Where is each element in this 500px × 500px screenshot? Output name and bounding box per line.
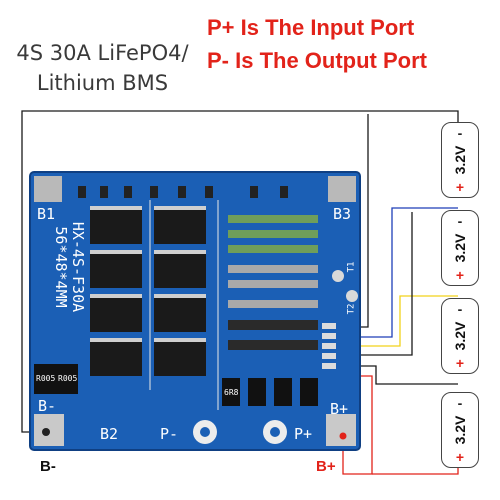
shunt-r005-b: R005: [58, 374, 78, 383]
cell-negative-sign: -: [457, 125, 463, 141]
board-size-text: 56*48*4MM: [52, 226, 70, 308]
wire-yellow: [338, 295, 458, 347]
cell-voltage: 3.2V: [452, 233, 468, 263]
shunt-r005-a: R005: [36, 374, 56, 383]
wire-b3: [338, 212, 413, 356]
cell-negative-sign: -: [457, 395, 463, 411]
pad-p-plus-label: P+: [294, 425, 313, 443]
pad-b1-label: B1: [37, 205, 56, 223]
cell-voltage: 3.2V: [452, 415, 468, 445]
battery-cell-3: - 3.2V +: [441, 298, 479, 374]
cell-voltage: 3.2V: [452, 321, 468, 351]
battery-cell-2: - 3.2V +: [441, 210, 479, 286]
cell-negative-sign: -: [457, 213, 463, 229]
title-line-2: Lithium BMS: [36, 71, 169, 95]
pad-b2-label: B2: [100, 425, 119, 443]
wire-blue: [338, 207, 458, 338]
b-minus-terminal-label: B-: [40, 458, 56, 475]
t1-label: T1: [346, 261, 357, 273]
cell-positive-sign: +: [455, 267, 465, 283]
product-title: 4S 30A LiFePO4/ Lithium BMS: [0, 38, 205, 98]
board-model-text: HX-4S-F30A: [69, 221, 87, 313]
chip-6r8: 6R8: [224, 388, 239, 397]
input-port-note: P+ Is The Input Port: [207, 15, 415, 40]
pad-b-plus-label: B+: [330, 400, 349, 418]
pcb-board: [29, 171, 361, 451]
battery-cell-1: - 3.2V +: [441, 122, 479, 198]
pad-b-minus-label: B-: [38, 397, 57, 415]
battery-cell-4: - 3.2V +: [441, 392, 479, 468]
t2-label: T2: [346, 303, 357, 315]
cell-positive-sign: +: [455, 449, 465, 465]
cell-positive-sign: +: [455, 355, 465, 371]
pad-b3-label: B3: [333, 205, 352, 223]
cell-voltage: 3.2V: [452, 145, 468, 175]
pad-p-minus-label: P-: [160, 425, 179, 443]
cell-negative-sign: -: [457, 301, 463, 317]
cell-positive-sign: +: [455, 179, 465, 195]
b-plus-terminal-label: B+: [316, 458, 336, 475]
output-port-note: P- Is The Output Port: [207, 48, 427, 73]
title-line-1: 4S 30A LiFePO4/: [16, 41, 189, 65]
wire-pack-plus: [372, 466, 459, 475]
